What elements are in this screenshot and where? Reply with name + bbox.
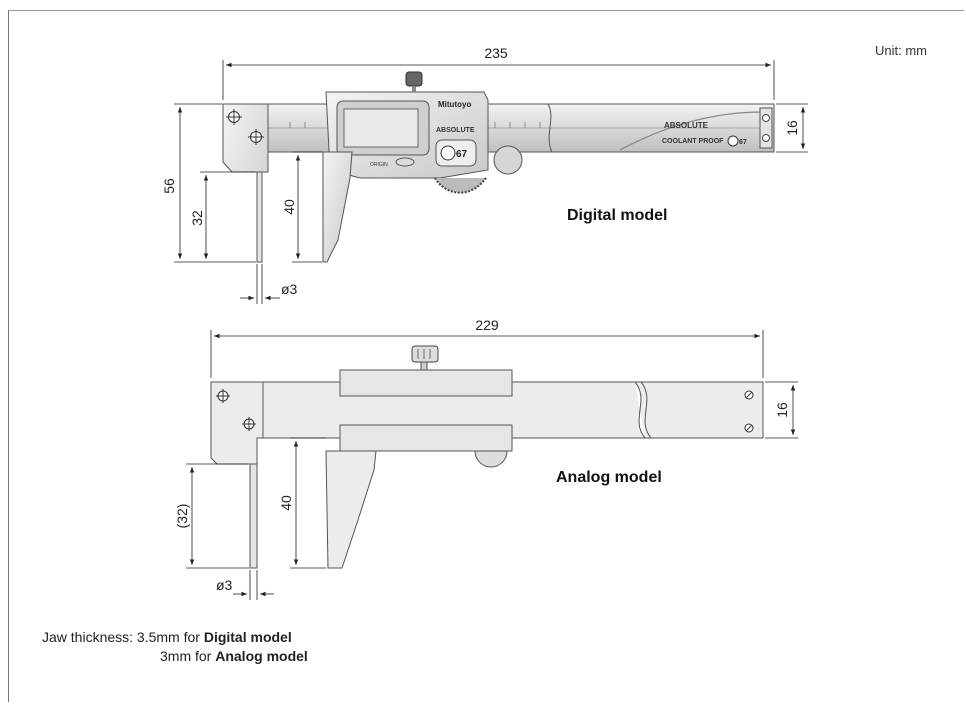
note-prefix: Jaw thickness: 3.5mm for — [42, 629, 204, 645]
digital-height-dim: 56 — [161, 178, 177, 194]
digital-jaw-dia-dim: ø3 — [281, 281, 298, 297]
absolute-small-logo: ABSOLUTE — [436, 127, 475, 134]
digital-length-dim: 235 — [484, 45, 508, 61]
ip-rating-badge: 67 — [456, 149, 468, 160]
analog-length-dim: 229 — [475, 317, 499, 333]
brand-logo: Mitutoyo — [438, 100, 471, 109]
drawing-frame — [8, 10, 964, 702]
jaw-thickness-note: Jaw thickness: 3.5mm for Digital model 3… — [42, 628, 308, 666]
ip-rating-small: 67 — [739, 139, 747, 146]
note-line2: 3mm for Analog model — [42, 647, 308, 666]
note-line2-prefix: 3mm for — [160, 648, 216, 664]
analog-dimensions — [186, 330, 798, 600]
note-digital-bold: Digital model — [203, 629, 292, 645]
analog-jaw-depth-dim: (32) — [174, 504, 190, 529]
analog-jaw-dia-dim: ø3 — [216, 577, 233, 593]
unit-label: Unit: mm — [875, 43, 927, 58]
origin-label: ORIGIN — [370, 162, 388, 168]
absolute-large-logo: ABSOLUTE — [664, 121, 709, 130]
note-analog-bold: Analog model — [215, 648, 308, 664]
digital-model-label: Digital model — [567, 207, 667, 224]
analog-beam-dim: 16 — [774, 402, 790, 418]
analog-caliper — [210, 345, 764, 569]
digital-caliper: ABSOLUTE COOLANT PROOF 67 ORIGIN Mitutoy… — [222, 71, 775, 263]
coolant-proof-text: COOLANT PROOF — [662, 138, 724, 145]
analog-model-label: Analog model — [556, 469, 662, 486]
digital-slider-jaw-dim: 40 — [281, 199, 297, 215]
digital-beam-dim: 16 — [784, 120, 800, 136]
digital-dimensions — [174, 60, 808, 304]
analog-slider-jaw-dim: 40 — [278, 495, 294, 511]
digital-jaw-depth-dim: 32 — [189, 210, 205, 226]
